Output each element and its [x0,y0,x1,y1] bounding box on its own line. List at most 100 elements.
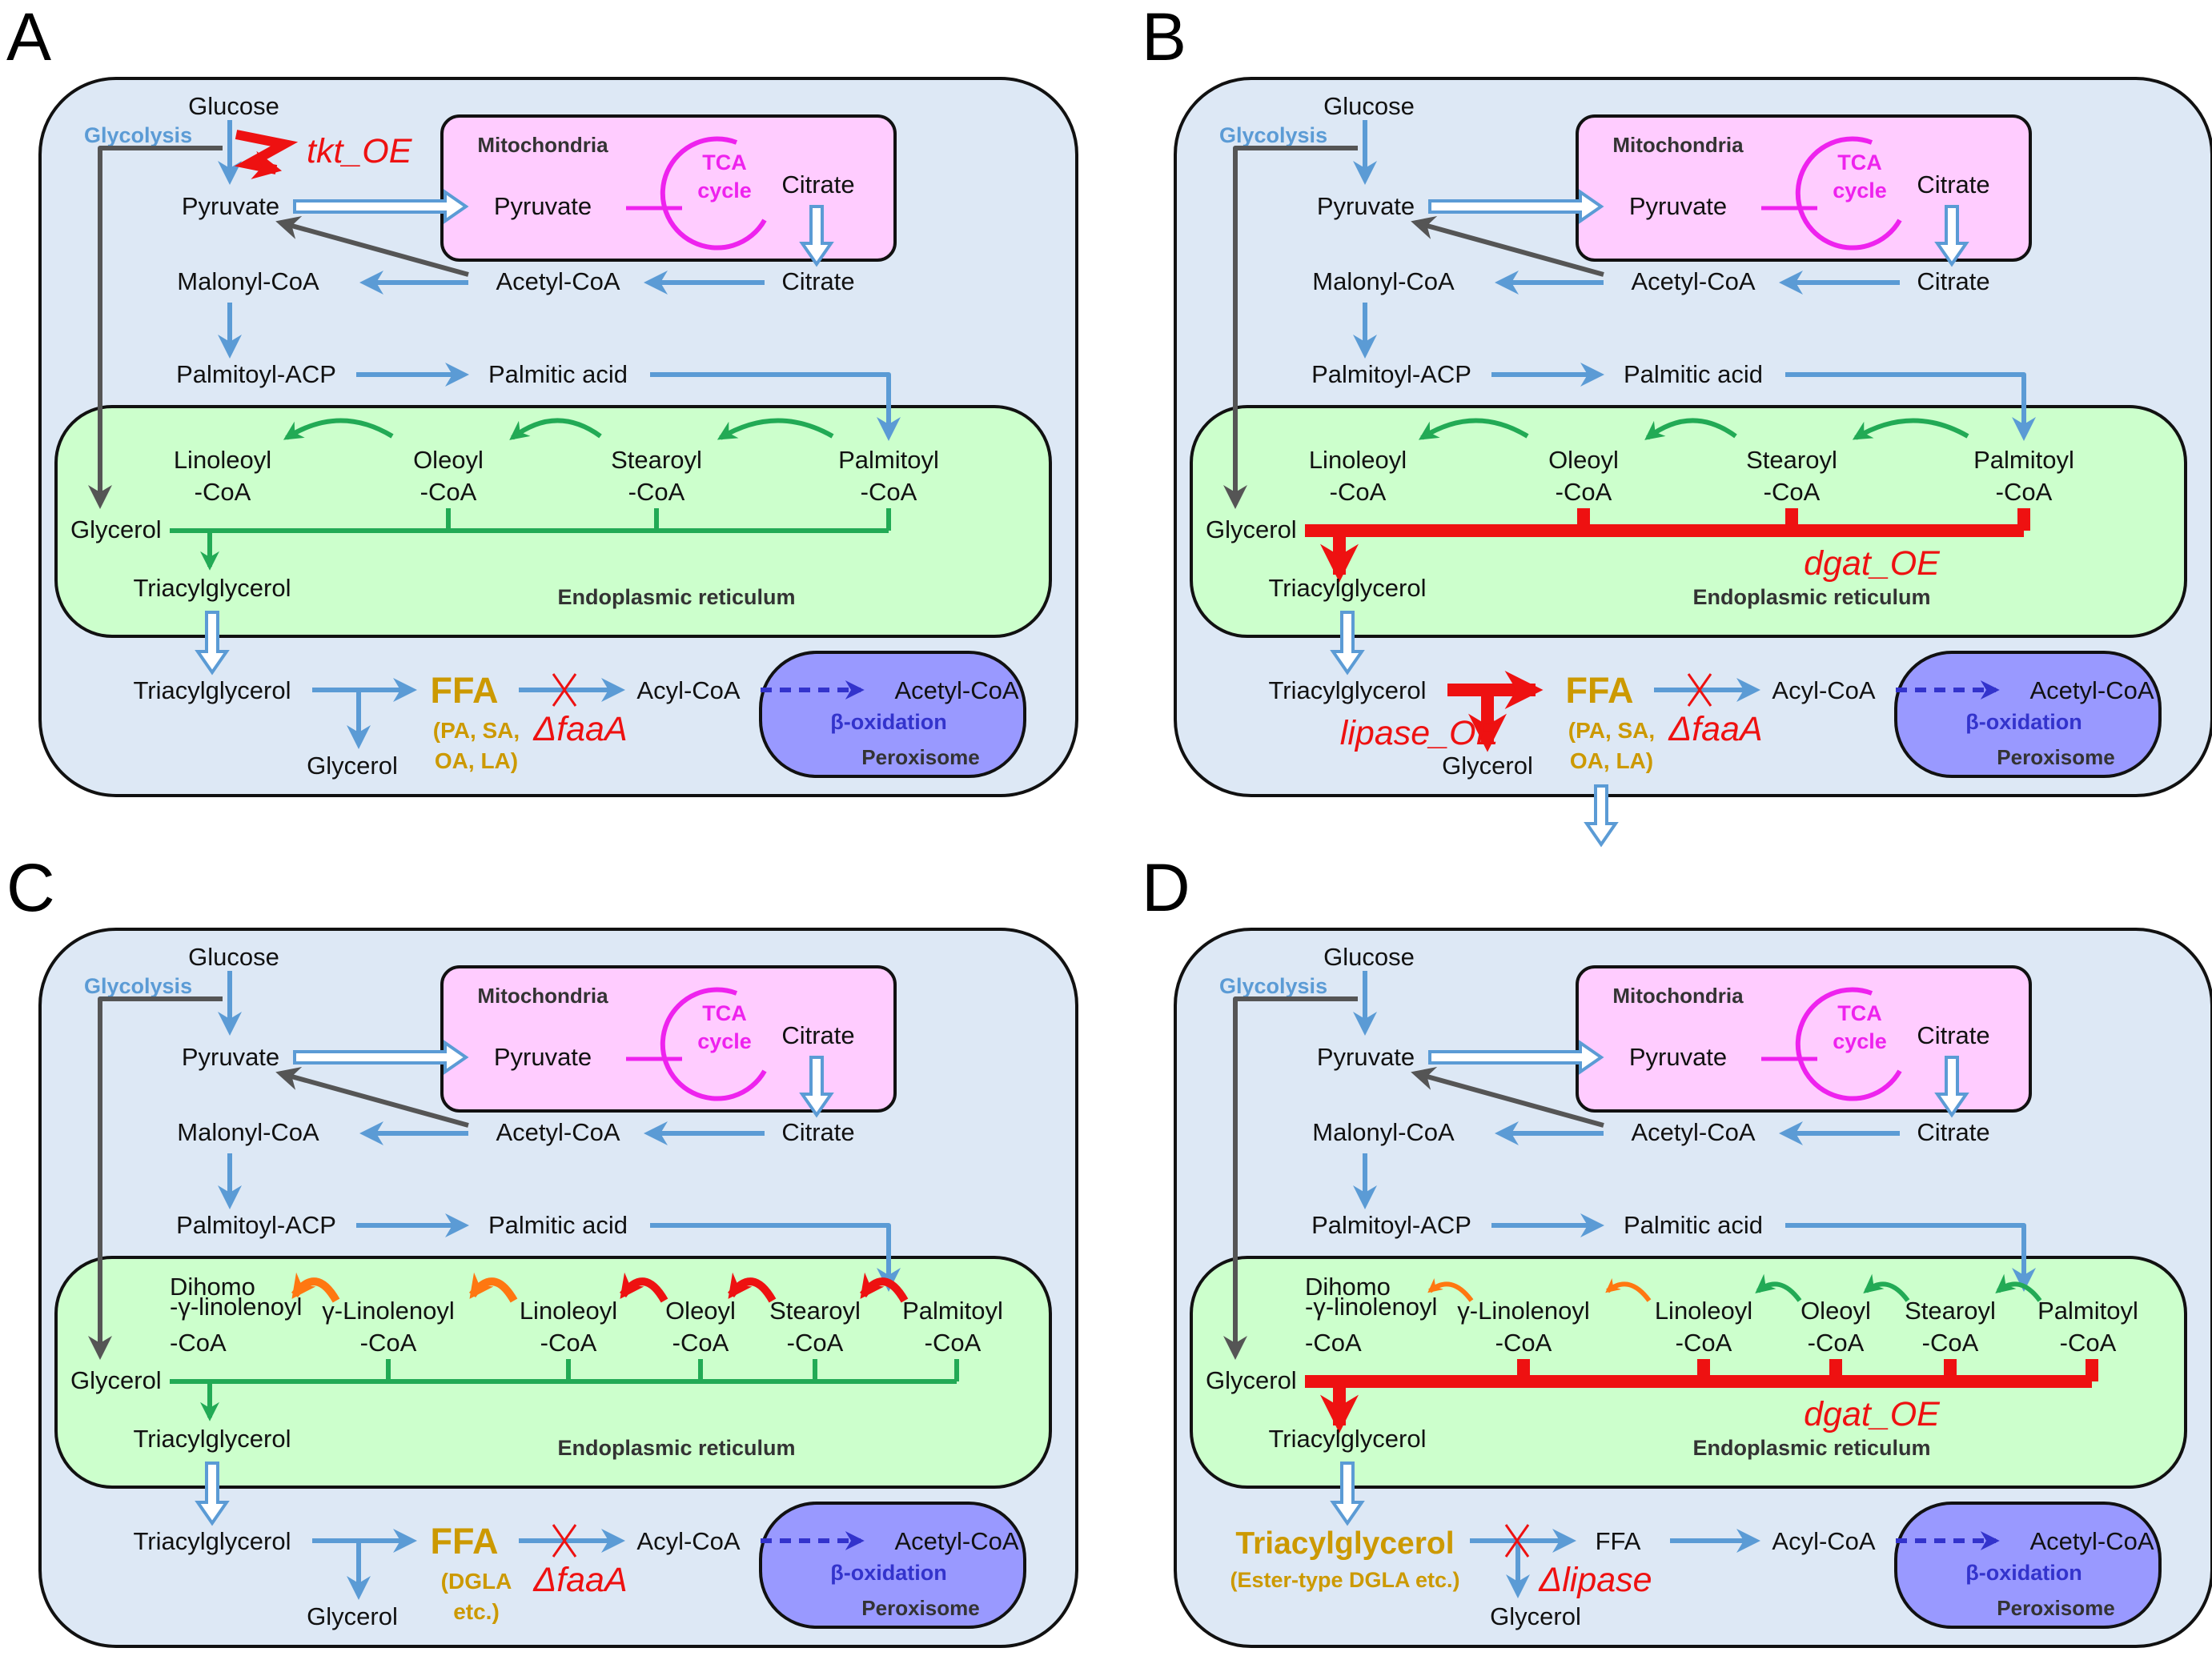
citrate-export-arrow [1934,1056,1969,1118]
mitochondria-compartment [440,114,897,262]
acyl-coa-suffix-1: -CoA [1556,478,1612,506]
acyl-coa-label: Acyl-CoA [636,676,741,704]
faa-deletion-label: ΔfaaA [532,710,627,748]
ffa-sub-1: (DGLA [441,1569,512,1594]
peroxisome-label: Peroxisome [1997,1596,2114,1620]
acyl-coa-suffix-3: -CoA [861,478,917,506]
glycolysis-label: Glycolysis [84,974,192,998]
er-compartment [54,405,1052,638]
ffa-sub-1: (PA, SA, [433,718,520,743]
desaturation-arrow-4 [1995,1273,2042,1302]
mito-citrate-label: Citrate [781,170,854,198]
panel-letter-D: D [1142,850,1190,925]
peroxisome-compartment [1894,1502,2162,1629]
er-tag-label: Triacylglycerol [1269,1425,1427,1453]
er-glycerol-label: Glycerol [70,515,162,543]
mito-pyruvate-label: Pyruvate [1629,192,1727,220]
panel-letter-C: C [6,850,55,925]
acetylcoa-to-pyruvate-arrow [275,1066,469,1128]
acyl-coa-suffix-1: -CoA [360,1329,417,1357]
palmitoyl-acp-label: Palmitoyl-ACP [1311,360,1471,388]
pyruvate-label: Pyruvate [182,1043,279,1071]
acyl-coa-suffix-0: -CoA [195,478,251,506]
acyl-coa-suffix-3: -CoA [1808,1329,1865,1357]
desaturation-arrow-0 [291,1272,340,1303]
acyl-coa-suffix-5: -CoA [925,1329,982,1357]
beta-oxidation-label: β-oxidation [1965,1561,2082,1585]
ffa-label: FFA [431,670,499,711]
acyl-name-2: Linoleoyl [1655,1297,1752,1325]
palmitic-to-palmitoyl-arrow [1785,372,2036,441]
acyl-coa-suffix-4: -CoA [787,1329,844,1357]
acyl-name-4: Stearoyl [1905,1297,1996,1325]
acyl-name-0: Linoleoyl [174,446,271,474]
tag-label: Triacylglycerol [1269,676,1427,704]
ffa-sub-2: OA, LA) [435,748,518,773]
tca-cycle-ring [660,136,767,251]
beta-oxidation-label: β-oxidation [1965,710,2082,734]
acyl-name-2: Stearoyl [1746,446,1837,474]
tag-label: Triacylglycerol [134,1527,291,1555]
tag-export-arrow [195,1462,230,1526]
hydrolysis-glycerol-label: Glycerol [1442,752,1533,780]
er-label: Endoplasmic reticulum [1692,1436,1930,1460]
faa-deletion-label: ΔfaaA [1668,710,1762,748]
tca-label-2: cycle [697,1029,752,1053]
tca-label-2: cycle [1833,1029,1887,1053]
tkt-oe-arrow [234,130,299,180]
faa-deletion-label: ΔfaaA [532,1561,627,1599]
palmitoyl-acp-label: Palmitoyl-ACP [176,1211,336,1239]
glycolysis-label: Glycolysis [1219,123,1327,147]
acyl-name-dihomo: Dihomo [170,1273,255,1301]
desaturation-arrow-1 [509,418,602,440]
acyl-coa-suffix-2: -CoA [628,478,685,506]
mitochondria-compartment [1576,965,2032,1113]
peroxisome-compartment [1894,651,2162,778]
desaturation-arrow-0 [1418,418,1529,440]
acetylcoa-to-pyruvate-arrow [1411,1066,1604,1128]
er-tag-label: Triacylglycerol [134,1425,291,1453]
ffa-sub-1: (PA, SA, [1568,718,1655,743]
peroxisome-compartment [759,651,1026,778]
acyl-coa-label: Acyl-CoA [1772,1527,1876,1555]
hydrolysis-glycerol-label: Glycerol [307,752,398,780]
acyl-name-5: Palmitoyl [2037,1297,2138,1325]
tca-cycle-ring [1795,987,1902,1101]
glucose-label: Glucose [1323,943,1415,971]
tag-export-arrow [195,611,230,676]
tca-label-2: cycle [697,178,752,202]
mitochondria-label: Mitochondria [477,133,608,157]
panel-C: CGlucoseGlycolysisPyruvateMitochondriaPy… [6,850,1078,1648]
acyl-coa-suffix-3: -CoA [672,1329,729,1357]
pyruvate-transport-arrow [293,189,469,224]
acyl-coa-suffix-1: -CoA [420,478,477,506]
glucose-label: Glucose [188,943,279,971]
acyl-name-3: Oleoyl [665,1297,736,1325]
acyl-name-0: Linoleoyl [1309,446,1407,474]
perox-acetyl-coa-label: Acetyl-CoA [2029,1527,2154,1555]
lipase-block-x-b [1504,1524,1530,1558]
er-label: Endoplasmic reticulum [557,585,795,609]
er-label: Endoplasmic reticulum [1692,585,1930,609]
beta-oxidation-label: β-oxidation [830,710,946,734]
tca-cycle-ring [660,987,767,1101]
glycolysis-to-glycerol-arrow [88,146,223,509]
acyl-coa-suffix-2: -CoA [540,1329,597,1357]
acetylcoa-to-pyruvate-arrow [275,215,469,277]
er-tag-label: Triacylglycerol [1269,574,1427,602]
tkt-oe-label: tkt_OE [307,132,413,170]
ffa-sub-2: OA, LA) [1570,748,1653,773]
desaturation-arrow-2 [1755,1273,1802,1302]
perox-acetyl-coa-label: Acetyl-CoA [894,1527,1018,1555]
acyl-coa-label: Acyl-CoA [636,1527,741,1555]
glycolysis-to-glycerol-arrow [1223,146,1358,509]
desaturation-arrow-0 [1427,1277,1474,1302]
glycolysis-label: Glycolysis [1219,974,1327,998]
er-compartment [1190,1256,2187,1489]
citrate-label: Citrate [781,267,854,295]
citrate-label: Citrate [1917,1118,1989,1146]
desaturation-arrow-4 [859,1272,909,1303]
pyruvate-label: Pyruvate [1317,192,1415,220]
acetyl-coa-label: Acetyl-CoA [496,267,620,295]
mito-citrate-label: Citrate [1917,1021,1989,1049]
